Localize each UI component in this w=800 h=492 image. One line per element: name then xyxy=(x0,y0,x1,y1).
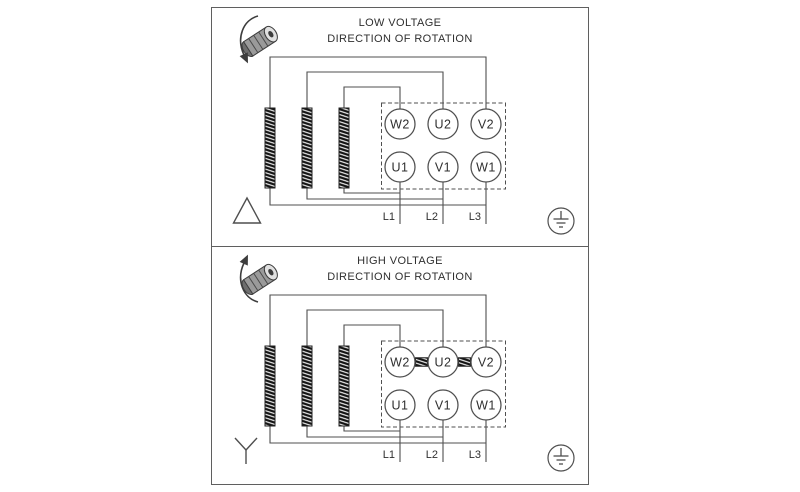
wye-arm xyxy=(245,437,258,451)
terminal-circle xyxy=(427,108,459,140)
rotation-arrow-icon xyxy=(239,254,259,303)
wire xyxy=(269,294,487,347)
motor-shaft-icon xyxy=(241,25,278,58)
shaft-center xyxy=(268,31,274,38)
wire xyxy=(306,426,443,438)
terminal-label: W1 xyxy=(476,399,496,413)
terminal-v2: V2 xyxy=(470,346,502,378)
terminal-w1: W1 xyxy=(470,151,502,183)
terminal-circle xyxy=(427,151,459,183)
wire xyxy=(343,86,401,109)
shaft-ring xyxy=(248,276,259,292)
terminal-label: V2 xyxy=(478,118,494,132)
terminal-label: U1 xyxy=(392,161,409,175)
terminal-w1: W1 xyxy=(470,389,502,421)
line-label: L2 xyxy=(426,449,438,461)
terminal-label: W2 xyxy=(390,356,410,370)
rotation-arrow-icon xyxy=(239,15,259,64)
low-voltage-panel: LOW VOLTAGE DIRECTION OF ROTATION xyxy=(232,15,575,235)
shaft-ring xyxy=(253,34,264,50)
ground-circle xyxy=(547,444,575,472)
wire xyxy=(269,56,487,109)
terminal-label: W1 xyxy=(476,161,496,175)
terminal-u2: U2 xyxy=(427,108,459,140)
terminal-link-bar xyxy=(264,345,276,427)
terminal-v1: V1 xyxy=(427,151,459,183)
terminal-u1: U1 xyxy=(384,151,416,183)
ground-circle xyxy=(547,207,575,235)
terminal-link-bar xyxy=(301,107,313,189)
wire xyxy=(343,324,401,347)
terminal-link-bar xyxy=(264,107,276,189)
terminal-circle xyxy=(470,108,502,140)
terminal-link-bar xyxy=(338,345,350,427)
shaft-center xyxy=(268,269,274,276)
terminal-link-bar-horizontal xyxy=(415,357,428,367)
terminal-w2: W2 xyxy=(384,108,416,140)
shaft-ring xyxy=(253,272,264,288)
terminal-circle xyxy=(427,389,459,421)
shaft-ring xyxy=(248,38,259,54)
wire xyxy=(343,426,400,432)
line-label: L3 xyxy=(469,211,481,223)
terminal-v1: V1 xyxy=(427,389,459,421)
rotation-arrow-curve xyxy=(239,15,259,56)
terminal-block-outline xyxy=(381,340,506,428)
terminal-circle xyxy=(427,346,459,378)
terminal-circle xyxy=(470,151,502,183)
wiring-lines xyxy=(269,56,487,224)
shaft-ring xyxy=(258,269,269,285)
rotation-arrow-curve xyxy=(239,262,259,303)
high-voltage-panel: HIGH VOLTAGE DIRECTION OF ROTATION xyxy=(212,246,588,472)
terminal-label: U1 xyxy=(392,399,409,413)
line-label: L1 xyxy=(383,211,395,223)
wye-arm xyxy=(234,437,247,451)
panel-title: HIGH VOLTAGE xyxy=(357,255,443,267)
terminal-link-bar-horizontal xyxy=(458,357,471,367)
panel-subtitle: DIRECTION OF ROTATION xyxy=(327,33,473,45)
line-label: L3 xyxy=(469,449,481,461)
terminal-link-bar xyxy=(301,345,313,427)
motor-shaft-icon xyxy=(241,263,278,296)
terminal-label: V1 xyxy=(435,399,451,413)
ground-icon xyxy=(547,444,575,472)
terminal-circle xyxy=(470,389,502,421)
shaft-ring xyxy=(258,31,269,47)
panel-subtitle: DIRECTION OF ROTATION xyxy=(327,271,473,283)
rotation-arrow-head xyxy=(239,254,248,266)
terminal-block-outline xyxy=(381,102,506,190)
wire xyxy=(306,71,444,109)
terminal-label: U2 xyxy=(435,118,452,132)
ground-icon xyxy=(547,207,575,235)
terminal-label: W2 xyxy=(390,118,410,132)
rotation-direction-icon xyxy=(239,15,278,64)
rotation-direction-icon xyxy=(239,254,278,303)
terminal-w2: W2 xyxy=(384,346,416,378)
terminal-link-bar xyxy=(338,107,350,189)
wire xyxy=(306,309,444,347)
terminal-label: V1 xyxy=(435,161,451,175)
wire xyxy=(343,188,400,194)
wye-connection-icon xyxy=(234,437,258,464)
rotation-arrow-head xyxy=(239,52,248,64)
terminal-circle xyxy=(384,389,416,421)
wire xyxy=(269,426,486,444)
wire xyxy=(306,188,443,200)
terminal-circle xyxy=(470,346,502,378)
line-label: L2 xyxy=(426,211,438,223)
terminal-circle xyxy=(384,108,416,140)
terminal-u2: U2 xyxy=(427,346,459,378)
line-label: L1 xyxy=(383,449,395,461)
terminal-label: U2 xyxy=(435,356,452,370)
terminal-u1: U1 xyxy=(384,389,416,421)
terminal-v2: V2 xyxy=(470,108,502,140)
wiring-lines xyxy=(269,294,487,462)
diagram-frame: LOW VOLTAGE DIRECTION OF ROTATION xyxy=(211,7,589,485)
terminal-circle xyxy=(384,346,416,378)
terminal-label: V2 xyxy=(478,356,494,370)
panel-title: LOW VOLTAGE xyxy=(359,17,442,29)
delta-connection-icon xyxy=(232,196,262,224)
terminal-circle xyxy=(384,151,416,183)
wire xyxy=(269,188,486,206)
